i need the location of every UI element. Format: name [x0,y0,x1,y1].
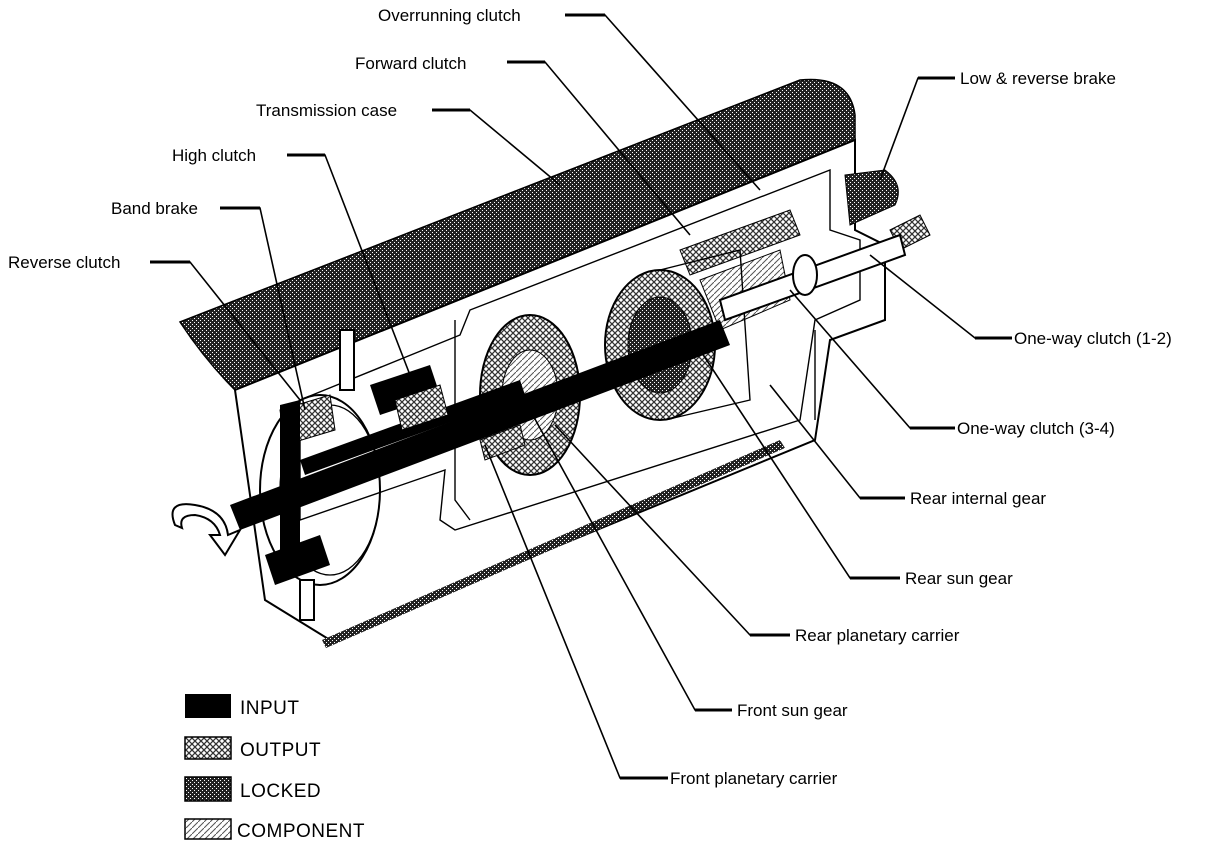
label-rear-sun-gear: Rear sun gear [905,569,1013,588]
label-band-brake: Band brake [111,199,198,218]
transmission-drawing [171,78,931,648]
label-low-reverse-brake: Low & reverse brake [960,69,1116,88]
legend-swatch-input [185,694,231,718]
high-clutch-block [370,365,440,415]
label-reverse-clutch: Reverse clutch [8,253,120,272]
leader-lines [150,13,1012,780]
legend-label-component: COMPONENT [237,821,365,842]
legend-swatch-component [184,818,232,840]
band-brake-slab [178,78,856,391]
case-bottom-edge [322,440,785,648]
label-rear-planetary-carrier: Rear planetary carrier [795,626,960,645]
sun-gear-shaft [479,424,526,461]
clutch-pack-upper [679,209,801,276]
intermediate-shaft [300,380,525,475]
label-one-way-clutch-1-2: One-way clutch (1-2) [1014,329,1172,348]
legend-label-input: INPUT [240,698,300,719]
label-forward-clutch: Forward clutch [355,54,466,73]
legend: INPUT OUTPUT LOCKED COMPONENT [184,694,365,842]
case-inner-wall [299,168,861,531]
legend-label-output: OUTPUT [240,740,321,761]
label-rear-internal-gear: Rear internal gear [910,489,1046,508]
label-one-way-clutch-3-4: One-way clutch (3-4) [957,419,1115,438]
label-front-sun-gear: Front sun gear [737,701,848,720]
label-front-planetary-carrier: Front planetary carrier [670,769,838,788]
legend-label-locked: LOCKED [240,781,321,802]
label-transmission-case: Transmission case [256,101,397,120]
low-reverse-brake-block [844,169,899,226]
legend-swatch-output [184,736,232,760]
label-overrunning-clutch: Overrunning clutch [378,6,521,25]
rotation-arrow [171,503,243,557]
label-high-clutch: High clutch [172,146,256,165]
legend-swatch-locked [184,776,232,802]
input-shaft [230,320,730,530]
callout-labels: Overrunning clutch Forward clutch Transm… [8,6,1172,788]
